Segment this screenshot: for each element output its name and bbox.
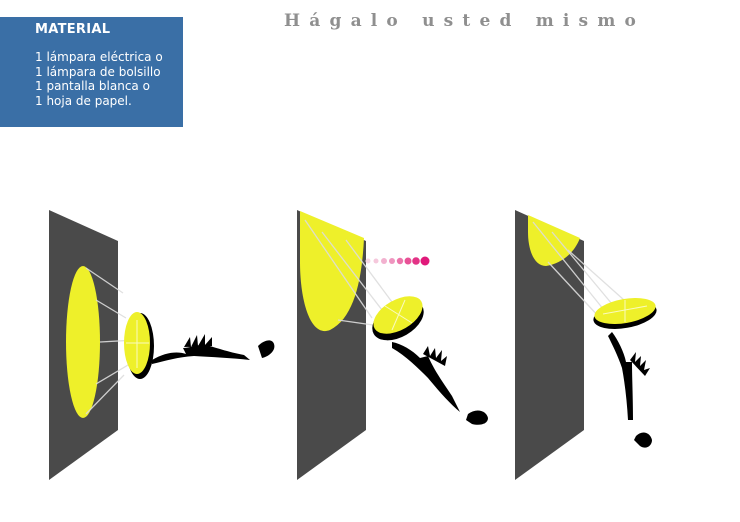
light-spot-1 xyxy=(66,266,100,418)
hand-2-knuckles xyxy=(423,346,447,366)
material-item-1: 1 lámpara eléctrica o xyxy=(35,50,163,64)
material-panel: MATERIAL 1 lámpara eléctrica o 1 lámpara… xyxy=(0,17,183,127)
hand-3-fingers xyxy=(608,332,633,420)
material-item-2: 1 lámpara de bolsillo xyxy=(35,64,161,79)
flashlight-1-lens-lines xyxy=(126,320,149,368)
screen-panel-3 xyxy=(515,210,584,480)
hand-2-fingers xyxy=(392,342,460,412)
illustration-straight xyxy=(49,210,275,480)
light-beams-3 xyxy=(532,221,625,319)
material-item-4: 1 hoja de papel. xyxy=(35,93,132,108)
illustration-low xyxy=(515,210,657,480)
hand-1-knuckles xyxy=(184,334,212,347)
light-spot-2 xyxy=(300,211,364,332)
flashlight-2-lens-lines xyxy=(384,299,413,331)
hand-2-thumb xyxy=(466,410,488,425)
loading-dots xyxy=(365,256,430,266)
material-title: MATERIAL xyxy=(35,22,111,37)
hand-1-thumb xyxy=(258,340,275,358)
hand-3-knuckles xyxy=(630,352,650,376)
page-title: Hágalo usted mismo xyxy=(284,11,646,31)
hand-1-fingers xyxy=(152,344,250,364)
light-spot-3 xyxy=(528,215,580,266)
hand-3-thumb xyxy=(634,432,652,448)
illustration-angled xyxy=(297,210,488,480)
flashlight-3-lens-lines xyxy=(602,300,648,322)
material-item-3: 1 pantalla blanca o xyxy=(35,79,150,93)
